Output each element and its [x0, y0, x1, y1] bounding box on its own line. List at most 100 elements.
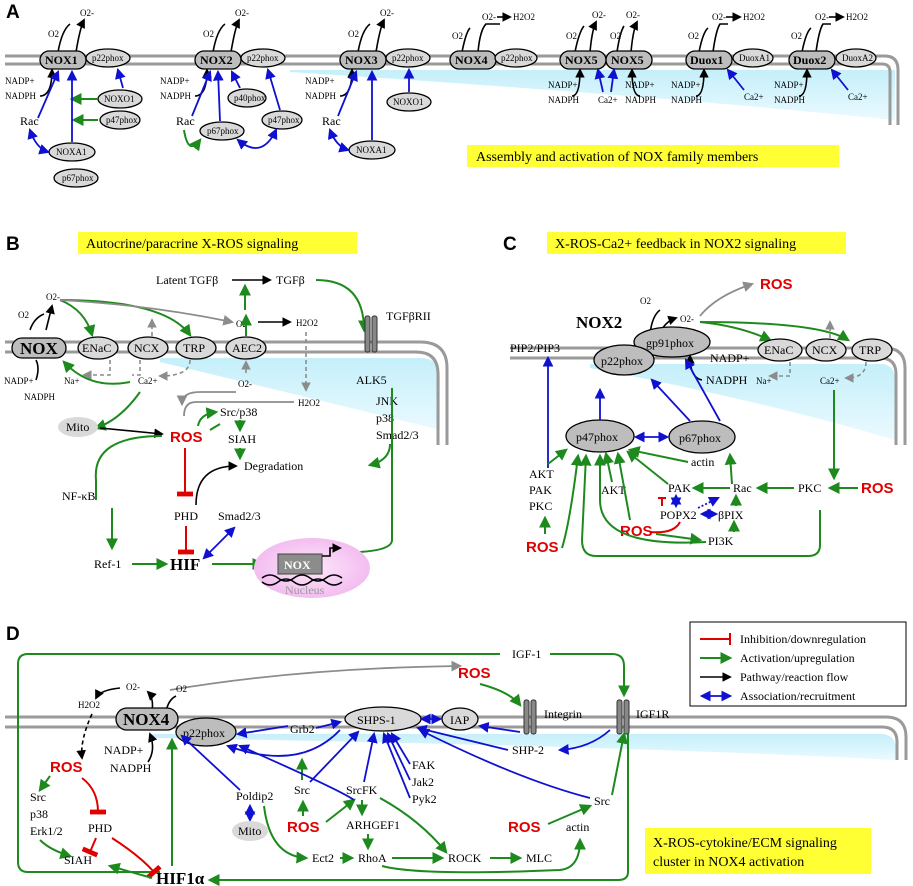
- akt-pak-pkc-p47: [547, 448, 568, 465]
- pkc-p47-loop: [579, 453, 821, 557]
- b-superoxide-in: O2-: [238, 379, 252, 389]
- b-na: Na+: [64, 376, 80, 386]
- noxo1-a3-node: [386, 92, 432, 112]
- nox2-nadp: NADP+: [160, 76, 190, 86]
- c-enac-node: [757, 338, 803, 362]
- enac-node: [77, 336, 119, 360]
- panel-b: B Autocrine/paracrine X-ROS signaling La…: [4, 232, 449, 598]
- na-influx: [82, 360, 111, 380]
- c-nadph: NADPH: [706, 373, 748, 387]
- nox2-o2-arc: [212, 23, 226, 53]
- c-ca: Ca2+: [820, 376, 840, 386]
- alk5-label: ALK5: [356, 373, 387, 387]
- d-fak: FAK: [412, 758, 435, 772]
- nox2-nadph: NADPH: [160, 91, 192, 101]
- duoxa1-node: [732, 48, 774, 68]
- b-ca-mito: [93, 391, 141, 431]
- c-ros-top: ROS: [760, 276, 793, 293]
- duox1-ca-assoc: [726, 68, 745, 91]
- d-ros-mid: ROS: [287, 819, 320, 836]
- p67phox-a1-label: p67phox: [62, 173, 94, 183]
- c-p22-node: [593, 344, 655, 376]
- b-nadph: NADPH: [24, 392, 56, 402]
- nox5b-superoxide-arrow: [629, 20, 638, 53]
- d-outer-loop-left: [17, 653, 500, 873]
- tgfb: TGFβ: [276, 273, 305, 287]
- d-p22: p22phox: [183, 726, 225, 740]
- nox1-nadp: NADP+: [5, 76, 35, 86]
- b-degradation: Degradation: [244, 459, 303, 473]
- membrane-a-outer: [5, 54, 900, 125]
- c-na: Na+: [756, 376, 772, 386]
- rac-p67-activation: [183, 129, 202, 152]
- d-o2: O2: [176, 684, 187, 694]
- c-pak-1: PAK: [529, 483, 552, 497]
- c-ros-right: ROS: [861, 480, 894, 497]
- c-pip: PIP2/PIP3: [510, 341, 560, 355]
- pi3k-p47: [594, 453, 707, 544]
- panel-d-title-line1: X-ROS-cytokine/ECM signaling: [653, 836, 837, 851]
- c-pkc: PKC: [798, 481, 821, 495]
- rac-a3-assoc: [337, 70, 358, 117]
- duox2-label: Duox2: [793, 53, 826, 67]
- panel-b-title-bg: [78, 232, 357, 254]
- nox5-ca-assoc-b: [607, 67, 619, 93]
- nox5b-nadph: NADPH: [625, 95, 657, 105]
- smad-hif-assoc: [202, 526, 236, 560]
- phd-degradation: [195, 461, 238, 506]
- bpix-pak-assoc: [697, 497, 720, 509]
- b-ros: ROS: [170, 429, 203, 446]
- pak-p47: [626, 450, 669, 485]
- ros-src-arrow: [197, 407, 219, 427]
- legend-inhibition-label: Inhibition/downregulation: [740, 632, 866, 646]
- duox1-superoxide-arc: [712, 23, 728, 53]
- duox1-superoxide: O2-: [712, 12, 726, 22]
- d-src: Src: [30, 790, 46, 804]
- d-hif: HIF1α: [156, 869, 205, 886]
- nox4-h2o2: H2O2: [513, 12, 535, 22]
- nox5a-o2: O2: [566, 31, 577, 41]
- c-superoxide-trp: [699, 321, 851, 342]
- membrane-d-outer: [5, 715, 908, 760]
- nox2-o2: O2: [203, 29, 214, 39]
- nox4-o2-arc: [461, 27, 471, 53]
- nox5a-label: NOX5: [565, 53, 598, 67]
- nox1-superoxide: O2-: [80, 8, 94, 18]
- nox3-p22-node: [385, 48, 431, 68]
- ros-src: [209, 423, 221, 431]
- duox1-nadp: NADP+: [671, 80, 701, 90]
- ncx-exchange: [132, 360, 141, 376]
- actin-p47: [627, 446, 689, 463]
- d-poldip2: Poldip2: [236, 789, 273, 803]
- c-na-influx: [768, 362, 791, 381]
- cytoplasm-region-a: [290, 70, 895, 120]
- nox2-complex: O2 O2- NOX2 p22phox NADP+ NADPH p40phox …: [160, 8, 303, 152]
- nox5a-nadph: NADPH: [548, 95, 580, 105]
- d-nadph-arrow: [147, 732, 158, 763]
- legend-pathway-label: Pathway/reaction flow: [740, 670, 849, 684]
- membrane-b-outer: [5, 340, 449, 445]
- d-mlc: MLC: [526, 851, 552, 865]
- b-o2-arc: [29, 313, 45, 331]
- d-shps1: SHPS-1: [357, 713, 396, 727]
- nox3-nadp: NADP+: [305, 76, 335, 86]
- nox3-nadph: NADPH: [305, 91, 337, 101]
- duox2-o2: O2: [791, 31, 802, 41]
- nox1-p22-node: [85, 48, 131, 68]
- nox5a-superoxide-arrow: [588, 20, 597, 53]
- src-igf1r: [611, 731, 629, 796]
- panel-b-label: B: [6, 234, 20, 255]
- duox2-superoxide: O2-: [815, 12, 829, 22]
- d-rock: ROCK: [448, 851, 482, 865]
- p67phox-a1-node: [53, 168, 99, 188]
- noxo1-label: NOXO1: [104, 94, 135, 104]
- b-superoxide-ros: [176, 391, 236, 407]
- legend: Inhibition/downregulation Activation/upr…: [689, 621, 907, 707]
- latent-tgfb: Latent TGFβ: [156, 273, 218, 287]
- nox5-ca-assoc-a: [594, 67, 606, 93]
- p47phox-a2-label: p47phox: [268, 115, 300, 125]
- rac-noxa1-assoc: [27, 127, 51, 155]
- panel-a-title: Assembly and activation of NOX family me…: [476, 150, 758, 165]
- b-ca: Ca2+: [138, 376, 158, 386]
- duox2-o2-arc: [801, 27, 812, 53]
